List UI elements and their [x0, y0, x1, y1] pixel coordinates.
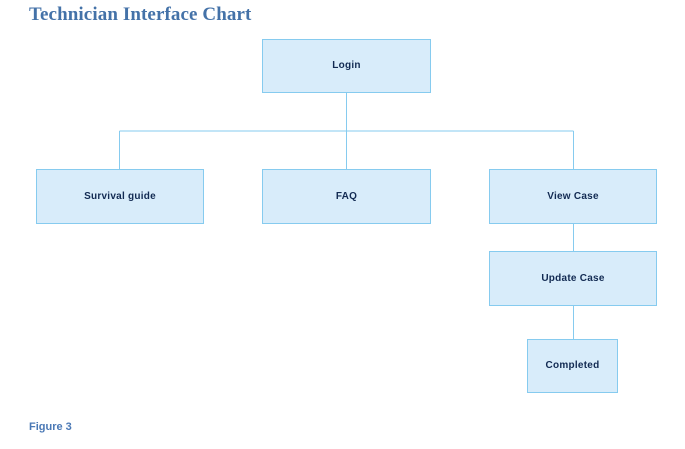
node-view-case[interactable]: View Case	[489, 169, 657, 224]
node-completed-label: Completed	[545, 360, 600, 371]
node-login[interactable]: Login	[262, 39, 431, 93]
figure-caption: Figure 3	[29, 421, 72, 433]
page-title: Technician Interface Chart	[29, 4, 252, 25]
node-update-case[interactable]: Update Case	[489, 251, 657, 306]
node-faq[interactable]: FAQ	[262, 169, 431, 224]
node-view-case-label: View Case	[547, 190, 599, 202]
node-survival-guide-label: Survival guide	[84, 190, 156, 202]
node-login-label: Login	[332, 60, 361, 71]
node-update-case-label: Update Case	[541, 272, 605, 284]
node-faq-label: FAQ	[335, 190, 358, 202]
node-survival-guide[interactable]: Survival guide	[36, 169, 204, 224]
node-completed[interactable]: Completed	[527, 339, 618, 393]
